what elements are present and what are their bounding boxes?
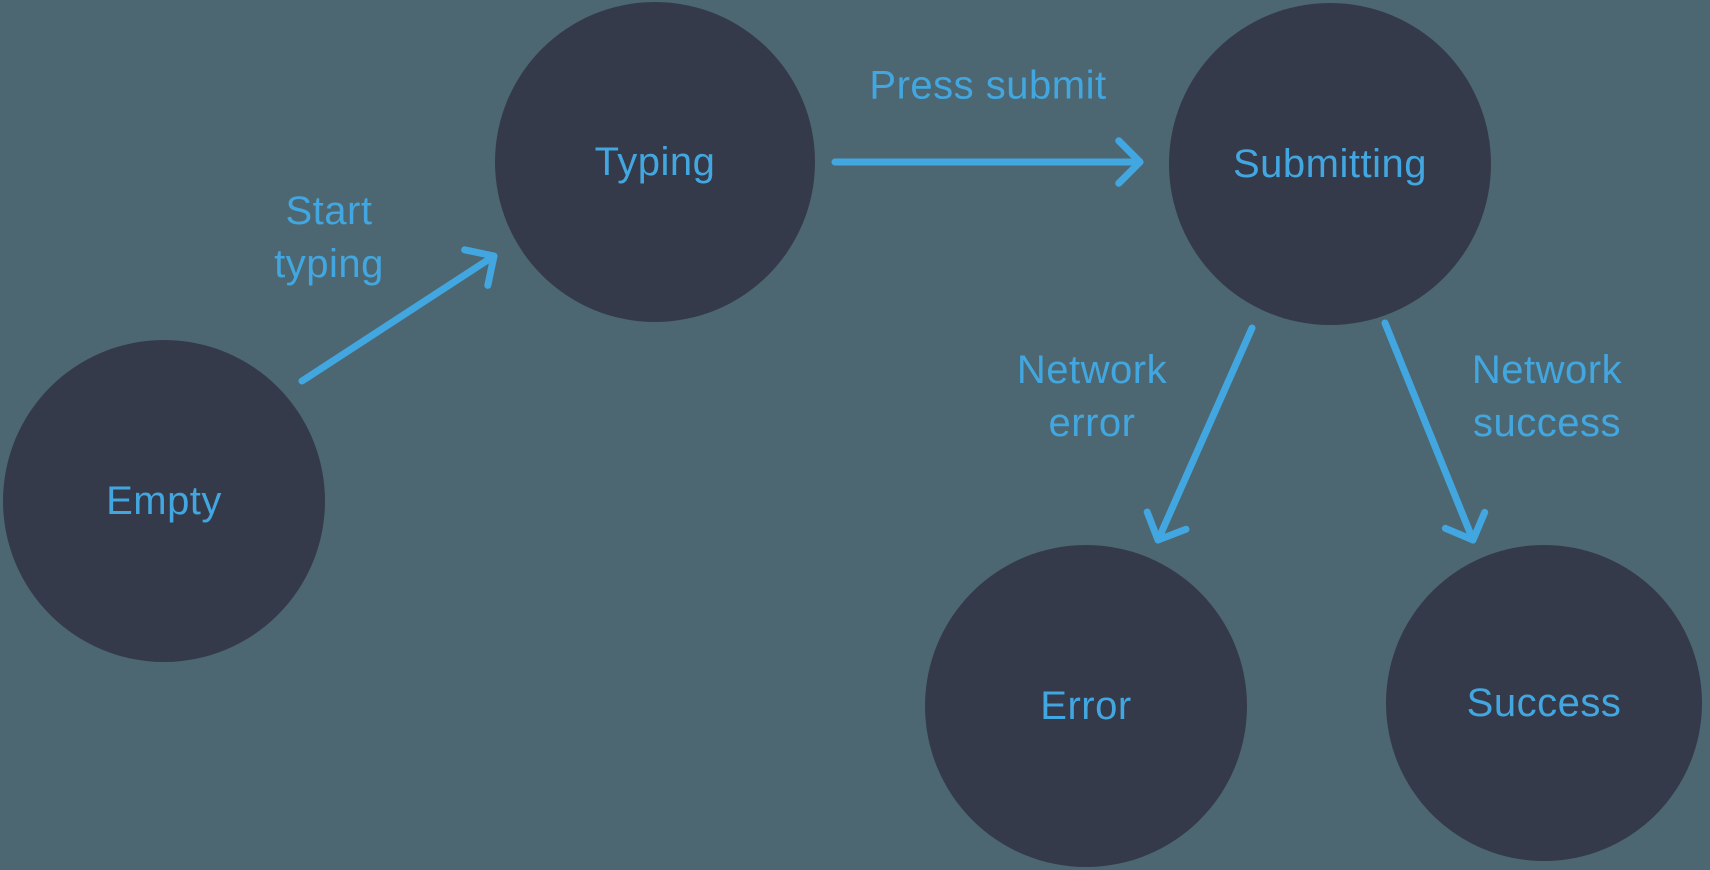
state-node-empty: Empty [3,340,325,662]
transition-label-network-success: Network success [1471,348,1623,445]
arrowhead-icon-press-submit [1115,137,1144,187]
arrow-shaft-network-error [1154,324,1256,544]
transition-label-network-error: Network error [1016,348,1168,445]
arrowhead-icon-start-typing [461,246,498,289]
transition-label-start-typing: Start typing [274,189,384,286]
transition-arrow-press-submit [831,137,1144,187]
arrow-shaft-start-typing [298,252,498,385]
transition-arrow-start-typing [298,246,498,385]
transition-arrow-network-success [1381,319,1489,544]
state-node-error: Error [925,545,1247,867]
state-node-typing: Typing [495,2,815,322]
transition-label-press-submit: Press submit [869,63,1107,108]
state-label-typing: Typing [594,139,716,184]
state-label-success: Success [1466,680,1622,725]
state-label-empty: Empty [106,478,222,523]
state-node-success: Success [1386,545,1702,861]
arrowhead-icon-network-error [1143,508,1190,544]
arrow-shaft-network-success [1381,319,1477,544]
state-label-submitting: Submitting [1233,141,1427,186]
state-label-error: Error [1040,683,1132,728]
arrowhead-icon-network-success [1441,508,1489,544]
transition-arrow-network-error [1143,324,1256,544]
state-node-submitting: Submitting [1169,3,1491,325]
